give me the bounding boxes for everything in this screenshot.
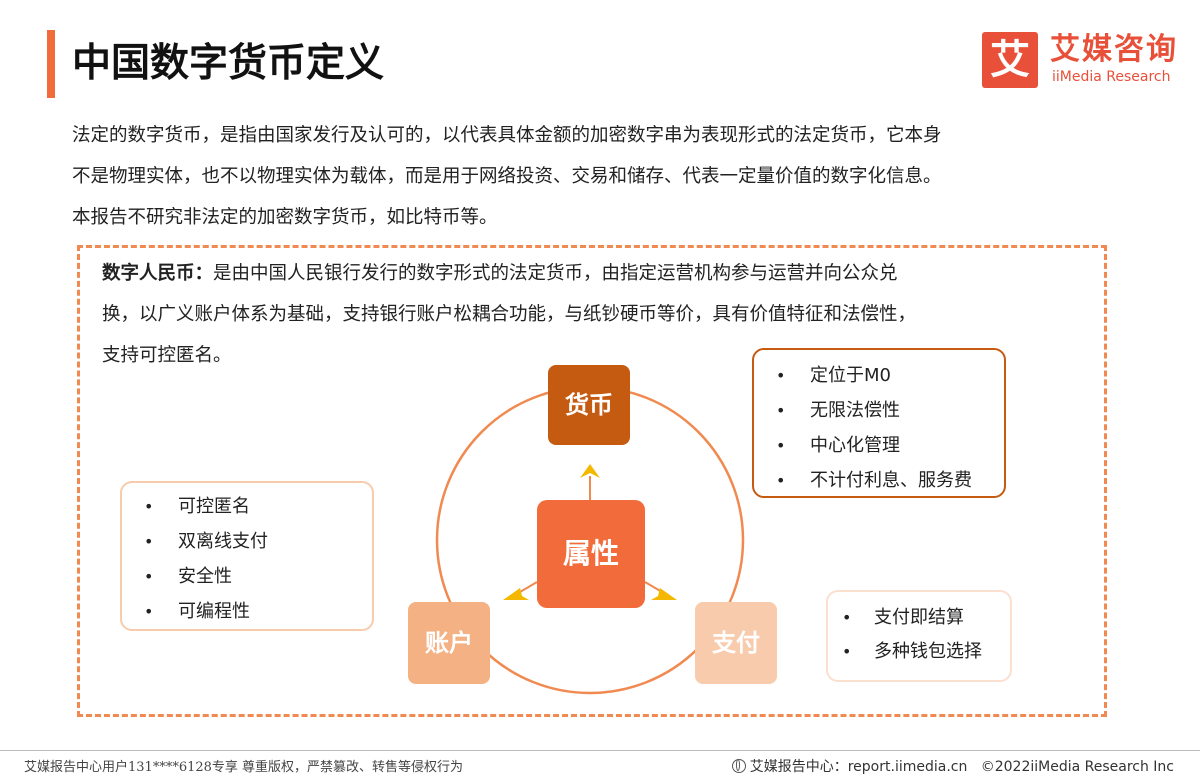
- account-trait-item: 双离线支付: [122, 524, 372, 559]
- logo-mark-icon: 艾: [982, 32, 1038, 88]
- arrow-account-icon: [503, 588, 529, 600]
- footer-copyright-notice: 艾媒报告中心用户131****6128专享 尊重版权，严禁篡改、转售等侵权行为: [24, 760, 464, 775]
- account-traits-box: 可控匿名 双离线支付 安全性 可编程性: [120, 481, 374, 631]
- account-trait-item: 可编程性: [122, 594, 372, 629]
- arrow-currency-icon: [580, 464, 600, 478]
- logo-name-cn: 艾媒咨询: [1050, 32, 1178, 67]
- arrow-payment-icon: [651, 588, 677, 600]
- currency-trait-item: 无限法偿性: [754, 393, 1004, 428]
- title-accent-bar: [47, 30, 55, 98]
- globe-icon: [731, 759, 746, 773]
- definition-line: 支持可控匿名。: [102, 345, 232, 366]
- logo-name-en: iiMedia Research: [1052, 69, 1171, 85]
- intro-line: 本报告不研究非法定的加密数字货币，如比特币等。: [72, 207, 498, 228]
- payment-trait-item: 多种钱包选择: [828, 635, 1010, 669]
- payment-trait-item: 支付即结算: [828, 601, 1010, 635]
- node-currency: 货币: [548, 365, 630, 445]
- intro-line: 法定的数字货币，是指由国家发行及认可的，以代表具体金额的加密数字串为表现形式的法…: [72, 125, 942, 146]
- footer-copyright: ©2022iiMedia Research Inc: [980, 759, 1174, 775]
- account-trait-item: 可控匿名: [122, 489, 372, 524]
- footer-center-label: 艾媒报告中心：: [749, 759, 848, 775]
- connector-account: [519, 581, 538, 593]
- iimedia-logo: 艾 艾媒咨询 iiMedia Research: [982, 32, 1182, 92]
- intro-line: 不是物理实体，也不以物理实体为载体，而是用于网络投资、交易和储存、代表一定量价值…: [72, 166, 942, 187]
- page-title: 中国数字货币定义: [72, 41, 385, 86]
- definition-line: 是由中国人民银行发行的数字形式的法定货币，由指定运营机构参与运营并向公众兑: [213, 263, 898, 284]
- currency-trait-item: 不计付利息、服务费: [754, 463, 1004, 498]
- node-payment: 支付: [695, 602, 777, 684]
- footer-source: 艾媒报告中心：report.iimedia.cn ©2022iiMedia Re…: [731, 756, 1174, 776]
- node-attributes-center: 属性: [537, 500, 645, 608]
- currency-traits-box: 定位于M0 无限法偿性 中心化管理 不计付利息、服务费: [752, 348, 1006, 498]
- connector-payment: [644, 581, 663, 593]
- footer-divider: [0, 750, 1200, 751]
- definition-paragraph: 数字人民币：是由中国人民银行发行的数字形式的法定货币，由指定运营机构参与运营并向…: [102, 253, 1097, 376]
- footer-url-link[interactable]: report.iimedia.cn: [847, 759, 968, 775]
- definition-term: 数字人民币：: [102, 263, 214, 284]
- currency-trait-item: 定位于M0: [754, 358, 1004, 393]
- account-trait-item: 安全性: [122, 559, 372, 594]
- definition-panel: [77, 245, 1107, 717]
- node-account: 账户: [408, 602, 490, 684]
- intro-paragraph: 法定的数字货币，是指由国家发行及认可的，以代表具体金额的加密数字串为表现形式的法…: [72, 115, 1152, 238]
- payment-traits-box: 支付即结算 多种钱包选择: [826, 590, 1012, 682]
- definition-line: 换，以广义账户体系为基础，支持银行账户松耦合功能，与纸钞硬币等价，具有价值特征和…: [102, 304, 917, 325]
- currency-trait-item: 中心化管理: [754, 428, 1004, 463]
